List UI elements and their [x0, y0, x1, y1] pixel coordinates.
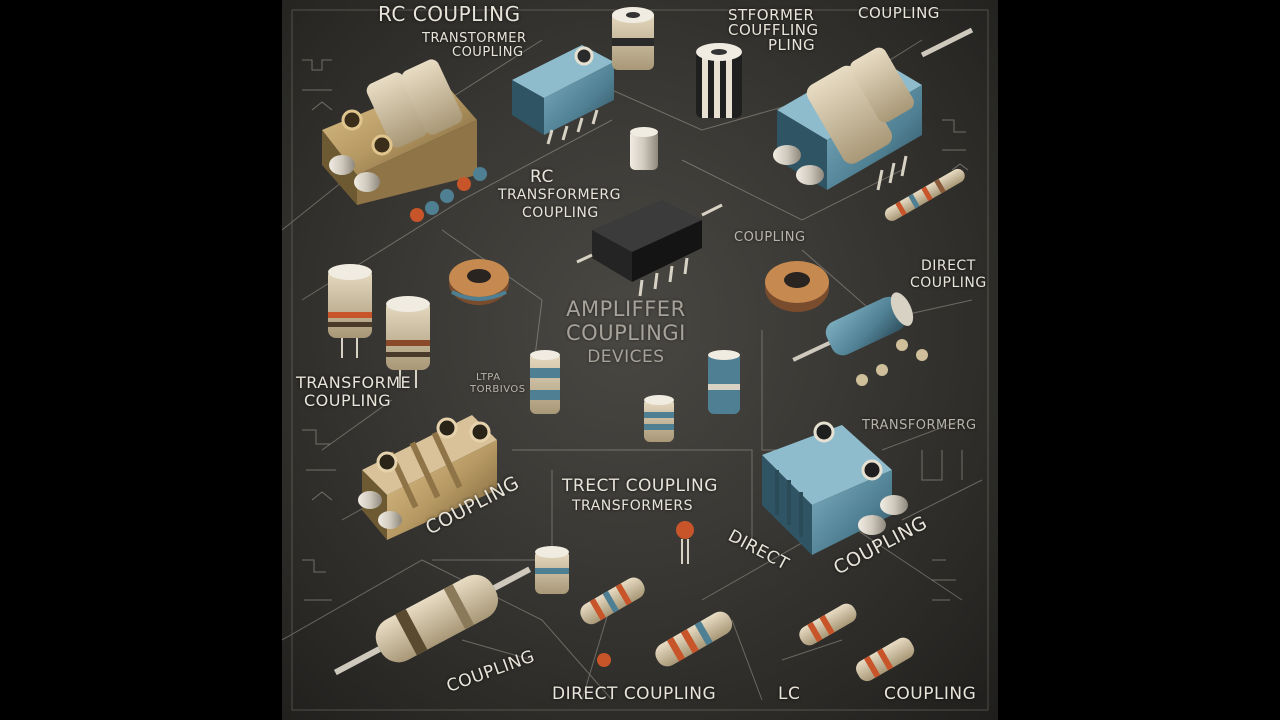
label-stformer-coupling: STFORMER COUFFLING PLING — [728, 8, 819, 53]
teal-transformer-top-right — [773, 27, 974, 191]
label-line: LTPA — [476, 372, 501, 383]
led-bottom — [676, 521, 694, 564]
label-transformers: TRANSFORMERS — [572, 498, 693, 514]
ic-chip-center — [576, 200, 723, 297]
resistors-bottom — [580, 577, 915, 682]
label-line: PLING — [768, 36, 816, 54]
capacitor-small — [630, 127, 658, 170]
teal-relay-bottom-right — [762, 421, 908, 555]
label-line: COUPLING — [522, 205, 599, 221]
label-line: TRANSTORMER — [422, 31, 527, 46]
teal-relay-top — [512, 45, 614, 145]
label-ltpa: LTPA TORBIVOS — [470, 372, 526, 396]
teal-capacitor-right — [792, 292, 928, 386]
label-coupling-bottom-right: COUPLING — [884, 684, 977, 704]
label-transforme-coupling-left: TRANSFORME COUPLING — [296, 374, 411, 410]
label-line: TRANSFORMERG — [498, 187, 621, 203]
label-rc-coupling-top: RC COUPLING — [378, 2, 521, 26]
capacitor-top — [612, 7, 654, 70]
amplifier-coupling-illustration: RC COUPLING TRANSTORMER COUPLING STFORME… — [282, 0, 998, 720]
toroid-right — [765, 261, 829, 312]
label-trect-coupling: TRECT COUPLING — [562, 476, 718, 496]
resistors-right — [884, 168, 965, 221]
label-direct-coupling-bottom: DIRECT COUPLING — [552, 684, 717, 704]
label-coupling-right: COUPLING — [734, 230, 806, 245]
label-line: TORBIVOS — [470, 384, 526, 395]
center-title: AMPLIFFER COUPLINGI DEVICES — [566, 297, 686, 369]
capacitor-bottom-center — [535, 546, 569, 594]
capacitors-left — [328, 264, 430, 388]
capacitors-center — [530, 350, 740, 442]
label-transformer-coupling-top: TRANSTORMER COUPLING — [422, 32, 527, 60]
label-line: TRANSFORME — [296, 373, 412, 392]
label-lc-bottom: LC — [778, 684, 801, 704]
label-line: RC — [530, 167, 554, 187]
large-resistor-bottom-left — [333, 566, 532, 676]
schematic-scribbles — [302, 59, 969, 601]
title-line: AMPLIFFER — [566, 297, 686, 321]
label-line: COUPLING — [452, 45, 524, 60]
title-line: COUPLINGI — [566, 321, 686, 345]
label-line: COUFFLING — [728, 21, 819, 39]
gold-transformer-top-left — [322, 59, 487, 222]
illustration-graphics — [282, 7, 989, 711]
label-coupling-top-right: COUPLING — [858, 4, 940, 22]
label-rc-transformerg-coupling: RC TRANSFORMERG COUPLING — [498, 167, 621, 222]
toroid-left — [449, 259, 509, 305]
title-line: DEVICES — [587, 347, 665, 367]
label-line: STFORMER — [728, 6, 815, 24]
capacitor-striped — [696, 43, 742, 118]
label-line: COUPLING — [910, 275, 987, 291]
label-line: COUPLING — [304, 391, 392, 410]
letterbox-left — [0, 0, 282, 720]
letterbox-right — [998, 0, 1280, 720]
gold-relay-bottom-left — [358, 415, 497, 540]
label-transformerg-right: TRANSFORMERG — [862, 418, 977, 433]
label-line: DIRECT — [920, 258, 976, 274]
label-direct-coupling-right: DIRECT COUPLING — [910, 258, 987, 292]
